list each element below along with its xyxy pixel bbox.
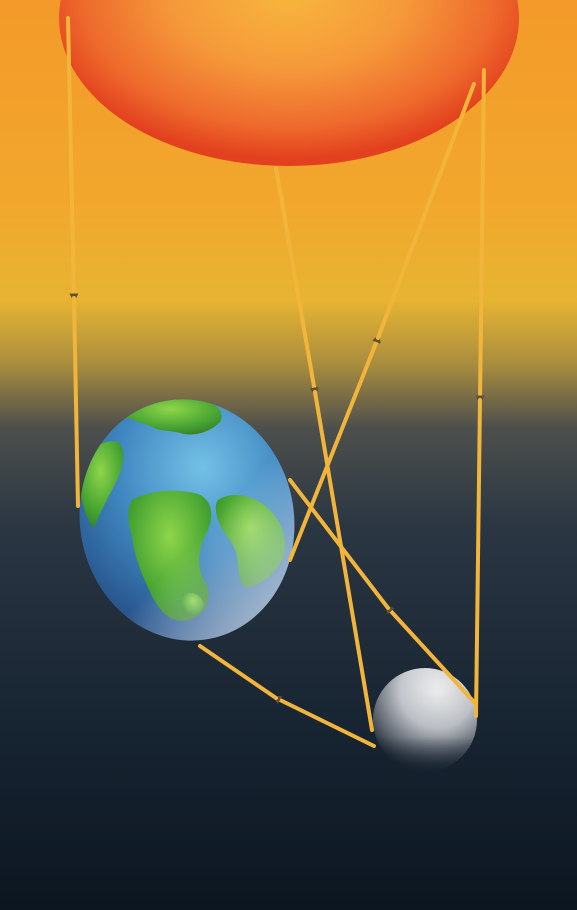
ray-sun-to-moon-center	[274, 166, 319, 397]
moon	[373, 668, 477, 772]
sun	[59, 0, 519, 166]
light-rays	[66, 16, 486, 748]
ray-sun-to-earth	[66, 16, 79, 303]
ray-sun-to-moon-right	[475, 68, 486, 405]
ray-moon-to-earth-lower	[271, 695, 376, 748]
ray-moon-to-earth-upper	[384, 604, 476, 704]
ray-earth-to-sun	[288, 333, 381, 562]
